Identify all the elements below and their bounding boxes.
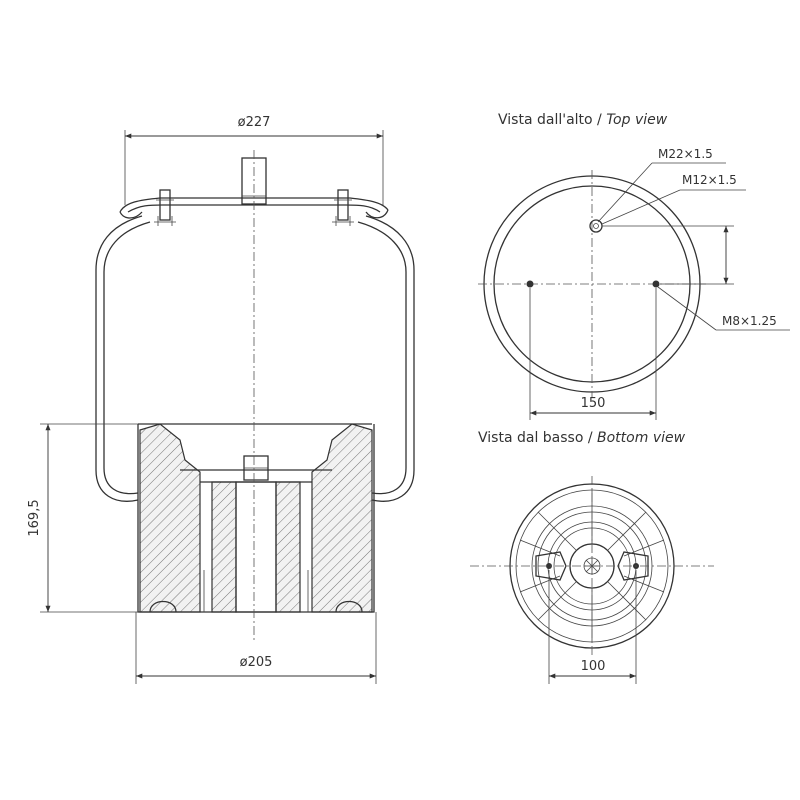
top-view-title: Vista dall'alto / Top view [498, 112, 668, 128]
bottom-bolt-spacing-label: 100 [581, 659, 606, 674]
bottom-diameter-dimension: ø205 [135, 612, 377, 684]
bellows [95, 215, 415, 502]
top-bolt-spacing-label: 150 [581, 396, 606, 411]
thread-small-label: M12×1.5 [682, 173, 737, 187]
bottom-bolt-boss-left [535, 551, 567, 581]
top-view: Vista dall'alto / Top view M22×1.5 M12×1… [478, 112, 790, 420]
thread-bolt-label: M8×1.25 [722, 314, 777, 328]
top-diameter-dimension: ø227 [124, 115, 384, 205]
bottom-bolt-boss-right [617, 551, 649, 581]
bottom-view: Vista dal basso / Bottom view [470, 430, 714, 684]
thread-large-label: M22×1.5 [658, 147, 713, 161]
top-diameter-label: ø227 [238, 115, 271, 130]
piston-section [137, 423, 375, 613]
bottom-view-title: Vista dal basso / Bottom view [478, 430, 686, 446]
bolt-hole-left [526, 280, 534, 288]
bottom-diameter-label: ø205 [240, 655, 273, 670]
bolt-hole-right [652, 280, 660, 288]
side-view: ø227 [27, 115, 415, 684]
height-dimension: 169,5 [27, 423, 138, 613]
height-label: 169,5 [27, 499, 42, 536]
